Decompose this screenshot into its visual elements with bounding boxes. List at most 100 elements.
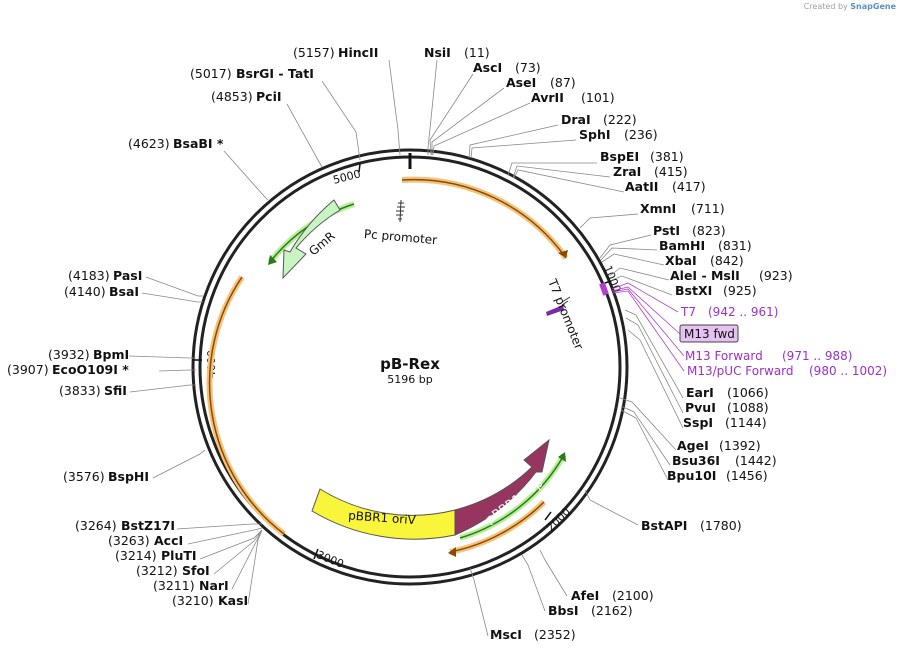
t7-promoter-glyph-1	[561, 300, 569, 306]
bottom-region-arrowhead	[448, 547, 456, 557]
enzyme-labels: NsiI (11) AscI(73) AseI(87) AvrII(101) Dr…	[7, 45, 793, 642]
enzyme-XmnI[interactable]: XmnI (711)	[640, 201, 725, 216]
svg-text:BspEI: BspEI	[600, 149, 639, 164]
enzyme-BsrGI-TatI[interactable]: (5017)BsrGI - TatI	[190, 66, 314, 81]
svg-text:(11): (11)	[464, 45, 490, 60]
enzyme-XbaI[interactable]: XbaI(842)	[665, 253, 744, 268]
snapgene-credit: Created by SnapGene	[804, 2, 896, 11]
svg-text:SphI: SphI	[579, 127, 611, 142]
svg-text:PvuI: PvuI	[685, 400, 716, 415]
enzyme-NarI[interactable]: (3211)NarI	[153, 578, 229, 593]
enzyme-AleI-MslI[interactable]: AleI - MslI(923)	[670, 268, 793, 283]
enzyme-SphI[interactable]: SphI(236)	[579, 127, 658, 142]
primer-m13-fwd[interactable]: M13 fwd	[679, 324, 739, 343]
enzyme-KasI[interactable]: (3210)KasI	[172, 593, 248, 608]
svg-text:(971 .. 988): (971 .. 988)	[782, 349, 852, 363]
enzyme-SspI[interactable]: SspI(1144)	[683, 415, 767, 430]
svg-text:BsaI: BsaI	[109, 284, 139, 299]
enzyme-BspEI[interactable]: BspEI(381)	[600, 149, 684, 164]
svg-text:(3932): (3932)	[48, 347, 90, 362]
enzyme-BbsI[interactable]: BbsI(2162)	[548, 603, 633, 618]
svg-text:SfiI: SfiI	[104, 383, 127, 398]
svg-text:(2352): (2352)	[534, 627, 576, 642]
feature-pc-promoter[interactable]: Pc promoter	[363, 199, 438, 247]
svg-text:(942 .. 961): (942 .. 961)	[708, 305, 778, 319]
svg-text:(1780): (1780)	[700, 518, 742, 533]
svg-text:BstXI: BstXI	[675, 283, 712, 298]
svg-text:BstAPI: BstAPI	[641, 518, 687, 533]
svg-text:(831): (831)	[718, 238, 752, 253]
svg-text:(711): (711)	[691, 201, 725, 216]
svg-text:PciI: PciI	[256, 89, 282, 104]
svg-text:DraI: DraI	[561, 112, 591, 127]
svg-text:(980 .. 1002): (980 .. 1002)	[809, 364, 887, 378]
enzyme-AfeI[interactable]: AfeI(2100)	[571, 588, 654, 603]
feature-pbbr1-oriv[interactable]: pBBR1 oriV	[311, 488, 456, 540]
enzyme-Bsu36I[interactable]: Bsu36I(1442)	[672, 453, 777, 468]
enzyme-HincII[interactable]: (5157)HincII	[293, 45, 378, 60]
svg-text:HincII: HincII	[338, 45, 378, 60]
feature-t7-promoter[interactable]: T7 promoter	[545, 276, 586, 351]
svg-text:SfoI: SfoI	[182, 563, 210, 578]
enzyme-EarI[interactable]: EarI(1066)	[686, 385, 769, 400]
enzyme-PciI[interactable]: (4853)PciI	[211, 89, 282, 104]
svg-text:AseI: AseI	[506, 75, 536, 90]
svg-text:KasI: KasI	[218, 593, 248, 608]
outer-strand	[191, 148, 629, 586]
enzyme-PstI[interactable]: PstI(823)	[653, 223, 726, 238]
pbbr1-rep-arrow	[454, 438, 550, 536]
svg-text:BsaBI *: BsaBI *	[173, 136, 224, 151]
primer-t7[interactable]: T7 (942 .. 961)	[680, 305, 778, 319]
enzyme-BpmI[interactable]: (3932)BpmI	[48, 347, 129, 362]
enzyme-BstAPI[interactable]: BstAPI (1780)	[641, 518, 742, 533]
svg-text:BamHI: BamHI	[659, 238, 705, 253]
enzyme-BamHI[interactable]: BamHI (831)	[659, 238, 752, 253]
primer-m13-puc-forward[interactable]: M13/pUC Forward (980 .. 1002)	[687, 364, 887, 378]
enzyme-AatII[interactable]: AatII(417)	[625, 179, 706, 194]
bottom-region	[449, 501, 545, 553]
tick-mark-5000	[358, 163, 361, 173]
svg-text:(1066): (1066)	[727, 385, 769, 400]
svg-text:BsrGI - TatI: BsrGI - TatI	[236, 66, 314, 81]
svg-text:(925): (925)	[723, 283, 757, 298]
plasmid-length: 5196 bp	[387, 373, 432, 386]
enzyme-PvuI[interactable]: PvuI (1088)	[685, 400, 769, 415]
primer-site-glyph	[599, 282, 609, 296]
enzyme-AvrII[interactable]: AvrII(101)	[531, 90, 615, 105]
primer-labels: T7 (942 .. 961) M13 fwd M13 Forward (971…	[679, 305, 887, 378]
svg-text:AfeI: AfeI	[571, 588, 599, 603]
enzyme-EcoO109I[interactable]: (3907)EcoO109I *	[7, 362, 129, 377]
enzyme-MscI[interactable]: MscI(2352)	[490, 627, 576, 642]
enzyme-BsaBI[interactable]: (4623)BsaBI *	[128, 136, 224, 151]
svg-text:(923): (923)	[759, 268, 793, 283]
svg-text:BstZ17I: BstZ17I	[121, 518, 175, 533]
pc-promoter-glyph	[396, 199, 405, 223]
pc-promoter-label: Pc promoter	[363, 227, 437, 247]
enzyme-PluTI[interactable]: (3214)PluTI	[115, 548, 197, 563]
enzyme-BstXI[interactable]: BstXI (925)	[675, 283, 757, 298]
svg-text:(3264): (3264)	[75, 518, 117, 533]
enzyme-ZraI[interactable]: ZraI(415)	[613, 164, 688, 179]
enzyme-AseI[interactable]: AseI(87)	[506, 75, 576, 90]
enzyme-SfiI[interactable]: (3833)SfiI	[59, 383, 127, 398]
enzyme-SfoI[interactable]: (3212)SfoI	[136, 563, 210, 578]
svg-text:BspHI: BspHI	[108, 469, 149, 484]
svg-text:BpmI: BpmI	[93, 347, 129, 362]
svg-text:XmnI: XmnI	[640, 201, 676, 216]
enzyme-BstZ17I[interactable]: (3264) BstZ17I	[75, 518, 175, 533]
svg-text:(1088): (1088)	[727, 400, 769, 415]
enzyme-BsaI[interactable]: (4140)BsaI	[64, 284, 139, 299]
enzyme-NsiI[interactable]: NsiI (11)	[424, 45, 490, 60]
enzyme-BspHI[interactable]: (3576)BspHI	[63, 469, 149, 484]
svg-text:NsiI: NsiI	[424, 45, 451, 60]
primer-m13-forward[interactable]: M13 Forward (971 .. 988)	[685, 349, 852, 363]
enzyme-AgeI[interactable]: AgeI(1392)	[677, 438, 761, 453]
enzyme-Bpu10I[interactable]: Bpu10I(1456)	[667, 468, 768, 483]
enzyme-PasI[interactable]: (4183)PasI	[68, 268, 142, 283]
enzyme-AscI[interactable]: AscI(73)	[473, 60, 541, 75]
svg-text:(1456): (1456)	[726, 468, 768, 483]
svg-text:AvrII: AvrII	[531, 90, 564, 105]
enzyme-DraI[interactable]: DraI(222)	[561, 112, 637, 127]
primer-leader-lines	[611, 282, 685, 372]
enzyme-AccI[interactable]: (3263)AccI	[108, 533, 183, 548]
